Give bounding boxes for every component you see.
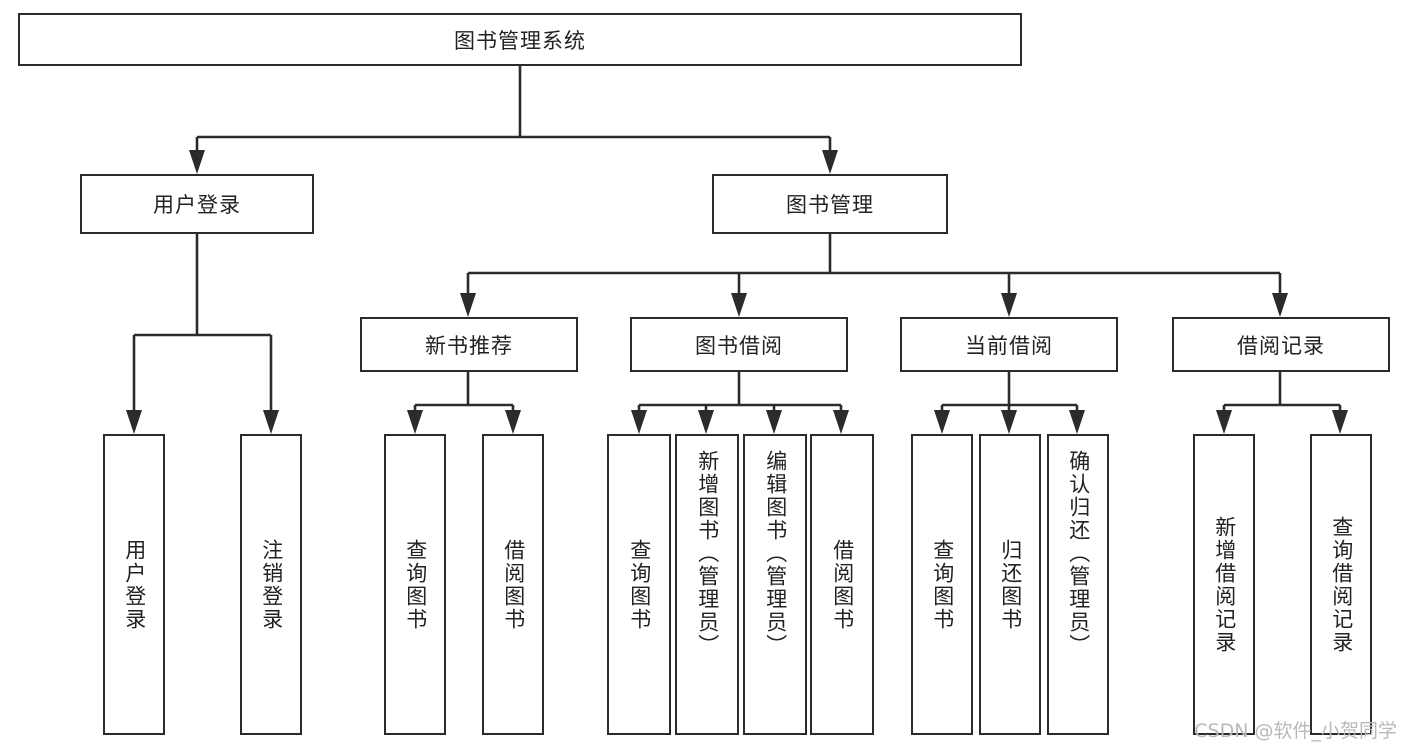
- leaf-query-book-3-label: 查询图书: [930, 539, 955, 631]
- leaf-user-logout-label: 注销登录: [259, 539, 284, 631]
- leaf-borrow-book-1[interactable]: 借阅图书: [482, 434, 544, 735]
- leaf-query-book-1[interactable]: 查询图书: [384, 434, 446, 735]
- node-book-manage[interactable]: 图书管理: [712, 174, 948, 234]
- node-new-book-rec[interactable]: 新书推荐: [360, 317, 578, 372]
- leaf-borrow-book-2-label: 借阅图书: [830, 539, 855, 631]
- leaf-add-book-label: 新增图书（管理员）: [695, 450, 720, 657]
- leaf-borrow-book-1-label: 借阅图书: [501, 539, 526, 631]
- node-root-label: 图书管理系统: [454, 28, 586, 53]
- node-borrow-record[interactable]: 借阅记录: [1172, 317, 1390, 372]
- node-book-borrow-label: 图书借阅: [695, 333, 783, 358]
- leaf-user-login[interactable]: 用户登录: [103, 434, 165, 735]
- node-user-login-label: 用户登录: [153, 193, 241, 217]
- leaf-confirm-return-label: 确认归还（管理员）: [1066, 450, 1091, 657]
- node-root[interactable]: 图书管理系统: [18, 13, 1022, 66]
- node-current-borrow[interactable]: 当前借阅: [900, 317, 1118, 372]
- node-book-borrow[interactable]: 图书借阅: [630, 317, 848, 372]
- leaf-return-book[interactable]: 归还图书: [979, 434, 1041, 735]
- leaf-add-record-label: 新增借阅记录: [1212, 516, 1237, 654]
- leaf-query-book-2[interactable]: 查询图书: [607, 434, 671, 735]
- leaf-user-login-label: 用户登录: [122, 539, 147, 631]
- watermark-text: CSDN @软件_小贺同学: [1194, 720, 1397, 742]
- leaf-query-record-label: 查询借阅记录: [1329, 516, 1354, 654]
- leaf-user-logout[interactable]: 注销登录: [240, 434, 302, 735]
- leaf-add-book[interactable]: 新增图书（管理员）: [675, 434, 739, 735]
- leaf-borrow-book-2[interactable]: 借阅图书: [810, 434, 874, 735]
- leaf-edit-book-label: 编辑图书（管理员）: [763, 450, 788, 657]
- node-current-borrow-label: 当前借阅: [965, 333, 1053, 358]
- node-user-login[interactable]: 用户登录: [80, 174, 314, 234]
- node-borrow-record-label: 借阅记录: [1237, 333, 1325, 358]
- leaf-return-book-label: 归还图书: [998, 539, 1023, 631]
- leaf-query-record[interactable]: 查询借阅记录: [1310, 434, 1372, 735]
- leaf-edit-book[interactable]: 编辑图书（管理员）: [743, 434, 807, 735]
- leaf-add-record[interactable]: 新增借阅记录: [1193, 434, 1255, 735]
- node-new-book-rec-label: 新书推荐: [425, 333, 513, 358]
- leaf-query-book-1-label: 查询图书: [403, 539, 428, 631]
- leaf-query-book-3[interactable]: 查询图书: [911, 434, 973, 735]
- node-book-manage-label: 图书管理: [786, 193, 874, 217]
- leaf-query-book-2-label: 查询图书: [627, 539, 652, 631]
- leaf-confirm-return[interactable]: 确认归还（管理员）: [1047, 434, 1109, 735]
